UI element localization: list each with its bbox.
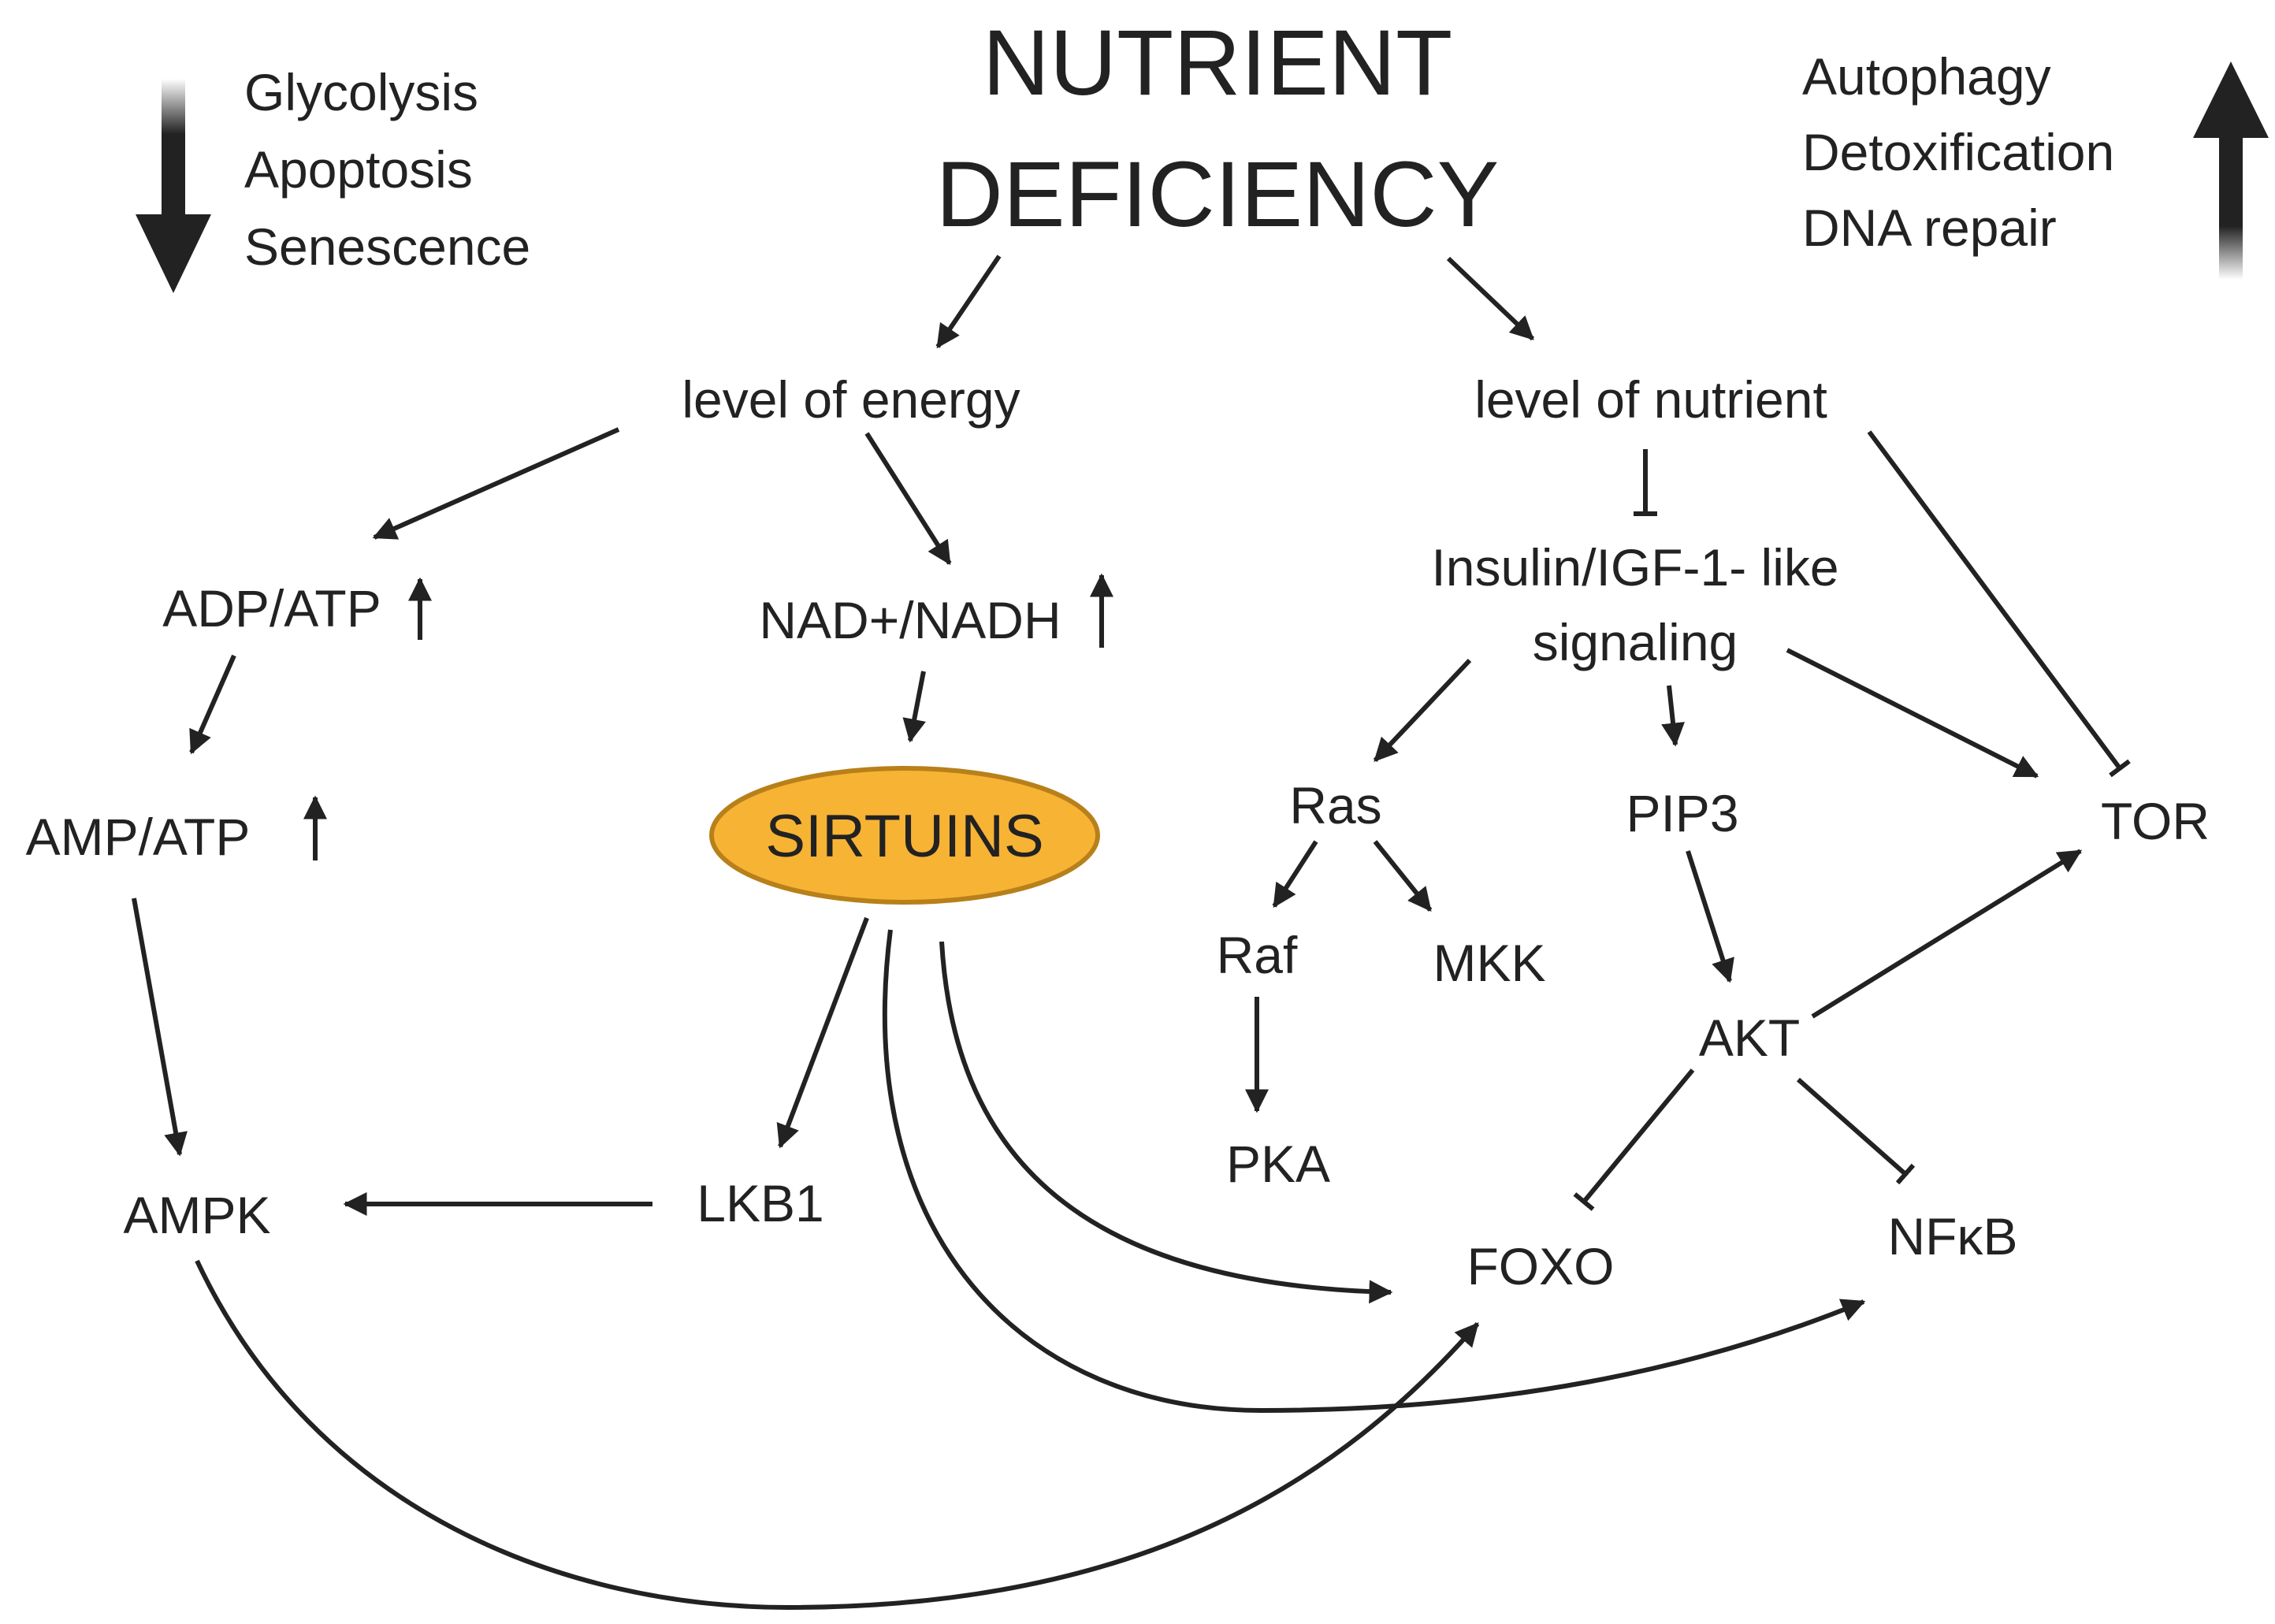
arrow-energy-to-nad-nadh	[864, 432, 952, 566]
arrow-ampk-to-foxo	[195, 1259, 1480, 1611]
arrow-insulin-to-ras	[1373, 658, 1472, 763]
arrow-insulin-to-tor	[1786, 648, 2039, 779]
arrow-sirtuins-to-foxo	[939, 941, 1393, 1304]
decreased-item-senescence: Senescence	[244, 217, 530, 276]
increased-item-autophagy: Autophagy	[1802, 47, 2051, 106]
node-raf: Raf	[1217, 926, 1298, 984]
increased-item-detoxification: Detoxification	[1802, 123, 2114, 181]
sirtuins-label: SIRTUINS	[765, 803, 1043, 870]
arrow-ras-to-raf	[1272, 840, 1318, 909]
node-ampk: AMPK	[123, 1186, 270, 1244]
node-nad-nadh: NAD+/NADH	[759, 591, 1061, 649]
arrow-deficiency-to-nutrient	[1446, 256, 1535, 341]
arrow-sirtuins-to-lkb1	[776, 916, 869, 1149]
title-line-1: NUTRIENT	[983, 11, 1453, 115]
arrow-sirtuins-to-nfkb	[882, 929, 1866, 1414]
node-pka: PKA	[1226, 1135, 1330, 1193]
arrow-amp-atp-to-ampk	[132, 897, 188, 1157]
node-pip3: PIP3	[1626, 784, 1738, 842]
inhibit-nutrient-to-tor	[1867, 430, 2131, 778]
arrow-deficiency-to-energy	[935, 255, 1002, 349]
arrow-energy-to-adp-atp	[372, 427, 620, 540]
arrow-adp-atp-to-amp-atp	[189, 654, 236, 755]
node-lkb1: LKB1	[697, 1174, 823, 1232]
node-amp-atp: AMP/ATP	[26, 808, 251, 866]
node-adp-atp: ADP/ATP	[162, 579, 381, 637]
arrow-akt-to-tor	[1811, 849, 2083, 1019]
arrow-insulin-to-pip3	[1661, 685, 1685, 747]
node-insulin-line-1: Insulin/IGF-1- like	[1431, 538, 1838, 596]
node-insulin-line-2: signaling	[1533, 613, 1738, 671]
increased-item-dna-repair: DNA repair	[1802, 199, 2057, 257]
decrease-arrow-icon	[136, 79, 211, 293]
arrow-pip3-to-akt	[1686, 850, 1734, 983]
decreased-item-glycolysis: Glycolysis	[244, 63, 478, 121]
arrow-nad-nadh-to-sirtuins	[902, 671, 926, 743]
node-level-energy: level of energy	[682, 370, 1020, 429]
increase-arrow-icon	[2193, 61, 2269, 280]
inhibit-akt-to-foxo	[1573, 1068, 1695, 1211]
sirtuins-node: SIRTUINS	[709, 766, 1100, 905]
node-akt: AKT	[1699, 1009, 1800, 1067]
node-tor: TOR	[2101, 792, 2210, 850]
node-ras: Ras	[1289, 776, 1381, 834]
node-level-nutrient: level of nutrient	[1474, 370, 1827, 429]
decreased-item-apoptosis: Apoptosis	[244, 140, 473, 199]
sirtuins-ellipse	[709, 766, 1100, 905]
arrow-ras-to-mkk	[1373, 840, 1433, 912]
title-line-2: DEFICIENCY	[936, 143, 1500, 247]
inhibit-akt-to-nfkb	[1797, 1077, 1916, 1185]
node-foxo: FOXO	[1466, 1237, 1614, 1295]
node-nfkb: NFκB	[1888, 1207, 2018, 1265]
node-mkk: MKK	[1433, 934, 1545, 992]
